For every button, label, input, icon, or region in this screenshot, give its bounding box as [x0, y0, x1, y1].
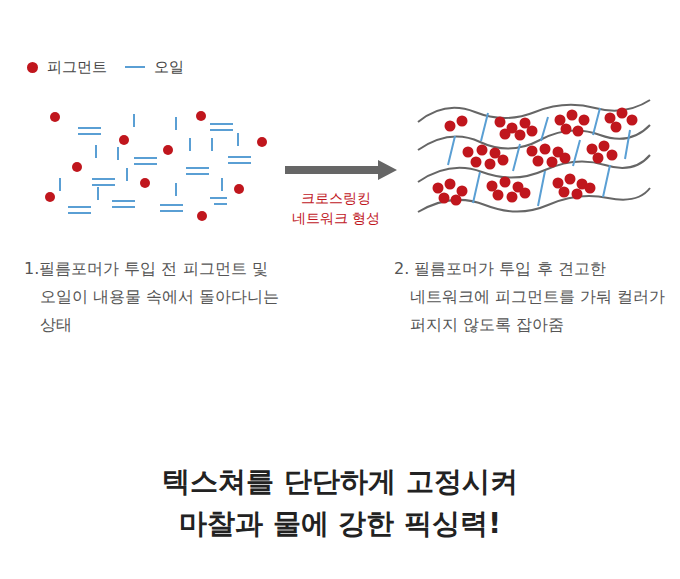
- pigment-dot: [234, 184, 244, 194]
- pigment-dot: [627, 115, 638, 126]
- oil-line: [160, 205, 183, 211]
- oil-line: [134, 158, 157, 164]
- headline: 텍스쳐를 단단하게 고정시켜 마찰과 물에 강한 픽싱력!: [130, 461, 550, 545]
- pigment-dot: [477, 145, 488, 156]
- legend-item: 피그먼트: [27, 57, 107, 77]
- oil-line: [186, 168, 209, 174]
- pigment-dot: [573, 126, 584, 137]
- oil-line: [92, 179, 115, 185]
- pigment-swatch: [27, 62, 38, 73]
- legend-label: 피그먼트: [47, 57, 107, 77]
- pigment-dot: [617, 108, 628, 119]
- pigment-dot: [457, 116, 468, 127]
- network-group: [418, 100, 650, 212]
- pigment-dot: [493, 190, 504, 201]
- pigment-group: [45, 111, 267, 221]
- pigment-dot: [565, 174, 576, 185]
- pigment-dot: [50, 112, 60, 122]
- process-label: 크로스링킹 네트워크 형성: [286, 188, 386, 228]
- oil-line: [210, 198, 227, 204]
- pigment-dot: [445, 179, 456, 190]
- pigment-dot: [445, 121, 456, 132]
- pigment-dot: [451, 195, 462, 206]
- pigment-dot: [611, 122, 622, 133]
- crosslink-line: [448, 108, 630, 206]
- pigment-dot: [140, 178, 150, 188]
- pigment-dot: [559, 187, 570, 198]
- pigment-dot: [561, 124, 572, 135]
- crosslink-group: [448, 108, 630, 206]
- pigment-dot: [555, 115, 566, 126]
- pigment-dot: [463, 147, 474, 158]
- oil-line: [112, 201, 135, 207]
- oil-line: [228, 157, 251, 163]
- pigment-dot: [547, 157, 558, 168]
- oil-line: [78, 128, 101, 134]
- legend-item: 오일: [125, 57, 184, 77]
- trapped-pigment-group: [433, 108, 638, 206]
- pigment-dot: [500, 129, 511, 140]
- pigment-dot: [585, 183, 596, 194]
- pigment-dot: [605, 113, 616, 124]
- pigment-dot: [527, 126, 538, 137]
- pigment-dot: [572, 189, 583, 200]
- network-strand: [418, 188, 650, 212]
- pigment-dot: [72, 162, 82, 172]
- oil-group: [60, 114, 251, 213]
- pigment-dot: [507, 192, 518, 203]
- pigment-dot: [607, 150, 618, 161]
- legend-label: 오일: [154, 57, 184, 77]
- pigment-dot: [485, 159, 496, 170]
- pigment-dot: [533, 156, 544, 167]
- pigment-dot: [471, 157, 482, 168]
- process-arrow: [285, 160, 397, 180]
- pigment-dot: [540, 144, 551, 155]
- pigment-dot: [163, 145, 173, 155]
- oil-line: [68, 207, 91, 213]
- pigment-dot: [560, 153, 571, 164]
- pigment-dot: [527, 146, 538, 157]
- pigment-dot: [553, 178, 564, 189]
- pigment-dot: [567, 110, 578, 121]
- pigment-dot: [439, 193, 450, 204]
- pigment-dot: [498, 155, 509, 166]
- pigment-dot: [599, 141, 610, 152]
- pigment-dot: [119, 135, 129, 145]
- oil-line: [210, 124, 233, 130]
- state-caption: 2. 필름포머가 투입 후 견고한 네트워크에 피그먼트를 가둬 컬러가 퍼지지…: [394, 255, 666, 339]
- pigment-dot: [520, 188, 531, 199]
- pigment-dot: [587, 144, 598, 155]
- pigment-dot: [457, 186, 468, 197]
- pigment-dot: [197, 211, 207, 221]
- pigment-dot: [515, 130, 526, 141]
- pigment-dot: [500, 177, 511, 188]
- pigment-dot: [257, 137, 267, 147]
- pigment-dot: [579, 115, 590, 126]
- pigment-dot: [495, 117, 506, 128]
- pigment-dot: [433, 183, 444, 194]
- pigment-dot: [487, 181, 498, 192]
- pigment-dot: [196, 111, 206, 121]
- pigment-dot: [45, 192, 55, 202]
- oil-line: [60, 114, 238, 200]
- state-caption: 1.필름포머가 투입 전 피그먼트 및 오일이 내용물 속에서 돌아다니는 상태: [24, 255, 306, 339]
- oil-swatch: [125, 66, 145, 68]
- pigment-dot: [593, 153, 604, 164]
